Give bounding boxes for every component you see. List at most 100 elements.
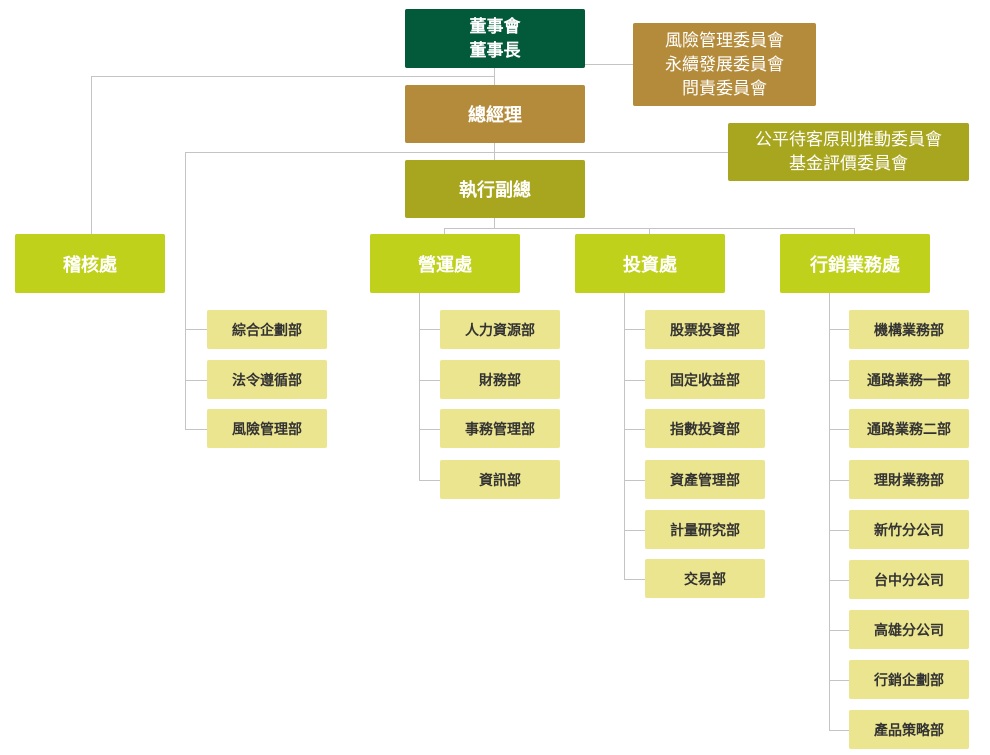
operations-division-box: 營運處 <box>370 234 520 293</box>
marketing-dept-label: 行銷企劃部 <box>874 672 944 689</box>
marketing-dept-box: 高雄分公司 <box>849 610 969 649</box>
marketing-dept-box: 行銷企劃部 <box>849 660 969 699</box>
connector-board-committee <box>585 64 633 65</box>
connector-staff-vertical <box>185 152 186 429</box>
marketing-dept-box: 通路業務一部 <box>849 360 969 399</box>
board-label: 董事會 <box>469 16 521 37</box>
connector-mkt-8 <box>829 680 849 681</box>
connector-mkt-6 <box>829 580 849 581</box>
operations-dept-label: 資訊部 <box>479 472 521 489</box>
staff-dept-box: 法令遵循部 <box>207 360 327 399</box>
executive-vp-label: 執行副總 <box>459 180 531 201</box>
connector-mkt-2 <box>829 380 849 381</box>
operations-dept-box: 資訊部 <box>440 460 560 499</box>
investment-dept-box: 交易部 <box>645 559 765 598</box>
connector-division-mkt <box>854 228 855 234</box>
marketing-dept-box: 產品策略部 <box>849 710 969 749</box>
staff-dept-label: 風險管理部 <box>232 421 302 438</box>
connector-mkt-5 <box>829 530 849 531</box>
marketing-dept-box: 通路業務二部 <box>849 409 969 448</box>
connector-ops-3 <box>419 429 440 430</box>
operations-dept-label: 事務管理部 <box>465 421 535 438</box>
operations-dept-label: 人力資源部 <box>465 322 535 339</box>
connector-mkt-7 <box>829 630 849 631</box>
marketing-dept-label: 理財業務部 <box>874 472 944 489</box>
connector-ops-4 <box>419 480 440 481</box>
investment-division-box: 投資處 <box>575 234 725 293</box>
connector-inv-3 <box>624 429 645 430</box>
general-manager-box: 總經理 <box>405 85 585 143</box>
operations-dept-box: 人力資源部 <box>440 310 560 349</box>
connector-staff-2 <box>185 380 207 381</box>
investment-dept-box: 指數投資部 <box>645 409 765 448</box>
connector-division-ops <box>444 228 445 234</box>
connector-inv-vertical <box>624 293 625 579</box>
marketing-dept-label: 台中分公司 <box>874 572 944 589</box>
staff-dept-box: 綜合企劃部 <box>207 310 327 349</box>
connector-mkt-1 <box>829 329 849 330</box>
marketing-division-box: 行銷業務處 <box>780 234 930 293</box>
connector-ops-vertical <box>419 293 420 480</box>
investment-dept-box: 計量研究部 <box>645 510 765 549</box>
connector-ops-2 <box>419 380 440 381</box>
committee-accountability: 問責委員會 <box>682 78 767 99</box>
connector-staff-1 <box>185 329 207 330</box>
investment-dept-label: 資產管理部 <box>670 472 740 489</box>
marketing-dept-label: 通路業務二部 <box>867 421 951 438</box>
connector-division-inv <box>649 228 650 234</box>
connector-inv-5 <box>624 530 645 531</box>
marketing-dept-box: 機構業務部 <box>849 310 969 349</box>
staff-dept-box: 風險管理部 <box>207 409 327 448</box>
general-manager-label: 總經理 <box>468 105 522 126</box>
connector-gm-evp <box>494 143 495 160</box>
investment-dept-label: 交易部 <box>684 571 726 588</box>
connector-gm-committee <box>185 152 728 153</box>
connector-mkt-9 <box>829 730 849 731</box>
marketing-dept-label: 機構業務部 <box>874 322 944 339</box>
connector-ops-1 <box>419 329 440 330</box>
connector-mkt-3 <box>829 429 849 430</box>
committee-fund-valuation: 基金評價委員會 <box>789 154 908 174</box>
connector-audit-horizontal <box>91 76 495 77</box>
investment-dept-box: 固定收益部 <box>645 360 765 399</box>
investment-division-label: 投資處 <box>623 254 677 276</box>
marketing-dept-label: 高雄分公司 <box>874 622 944 639</box>
connector-evp-bus <box>494 218 495 228</box>
operations-division-label: 營運處 <box>418 254 472 276</box>
staff-dept-label: 法令遵循部 <box>232 372 302 389</box>
board-committees-box: 風險管理委員會 永續發展委員會 問責委員會 <box>633 23 816 106</box>
chairman-label: 董事長 <box>469 40 521 61</box>
connector-inv-4 <box>624 480 645 481</box>
operations-dept-box: 事務管理部 <box>440 409 560 448</box>
staff-dept-label: 綜合企劃部 <box>232 322 302 339</box>
committee-fair-treatment: 公平待客原則推動委員會 <box>755 130 942 150</box>
marketing-dept-label: 通路業務一部 <box>867 372 951 389</box>
connector-audit-vertical <box>91 76 92 235</box>
marketing-dept-label: 新竹分公司 <box>874 522 944 539</box>
marketing-dept-box: 台中分公司 <box>849 560 969 599</box>
committee-risk: 風險管理委員會 <box>665 30 784 51</box>
investment-dept-box: 資產管理部 <box>645 460 765 499</box>
connector-inv-1 <box>624 329 645 330</box>
investment-dept-label: 計量研究部 <box>670 522 740 539</box>
executive-vp-box: 執行副總 <box>405 160 585 218</box>
marketing-division-label: 行銷業務處 <box>810 254 900 276</box>
marketing-dept-box: 理財業務部 <box>849 460 969 499</box>
connector-mkt-vertical <box>829 293 830 730</box>
audit-division-box: 稽核處 <box>15 234 165 293</box>
investment-dept-label: 指數投資部 <box>670 421 740 438</box>
investment-dept-label: 固定收益部 <box>670 372 740 389</box>
investment-dept-label: 股票投資部 <box>670 322 740 339</box>
connector-inv-2 <box>624 380 645 381</box>
connector-inv-6 <box>624 579 645 580</box>
operations-dept-box: 財務部 <box>440 360 560 399</box>
investment-dept-box: 股票投資部 <box>645 310 765 349</box>
marketing-dept-label: 產品策略部 <box>874 722 944 739</box>
committee-sustainability: 永續發展委員會 <box>665 54 784 75</box>
gm-committees-box: 公平待客原則推動委員會 基金評價委員會 <box>728 123 969 181</box>
operations-dept-label: 財務部 <box>479 372 521 389</box>
board-box: 董事會 董事長 <box>405 9 585 68</box>
connector-mkt-4 <box>829 480 849 481</box>
marketing-dept-box: 新竹分公司 <box>849 510 969 549</box>
connector-staff-3 <box>185 429 207 430</box>
